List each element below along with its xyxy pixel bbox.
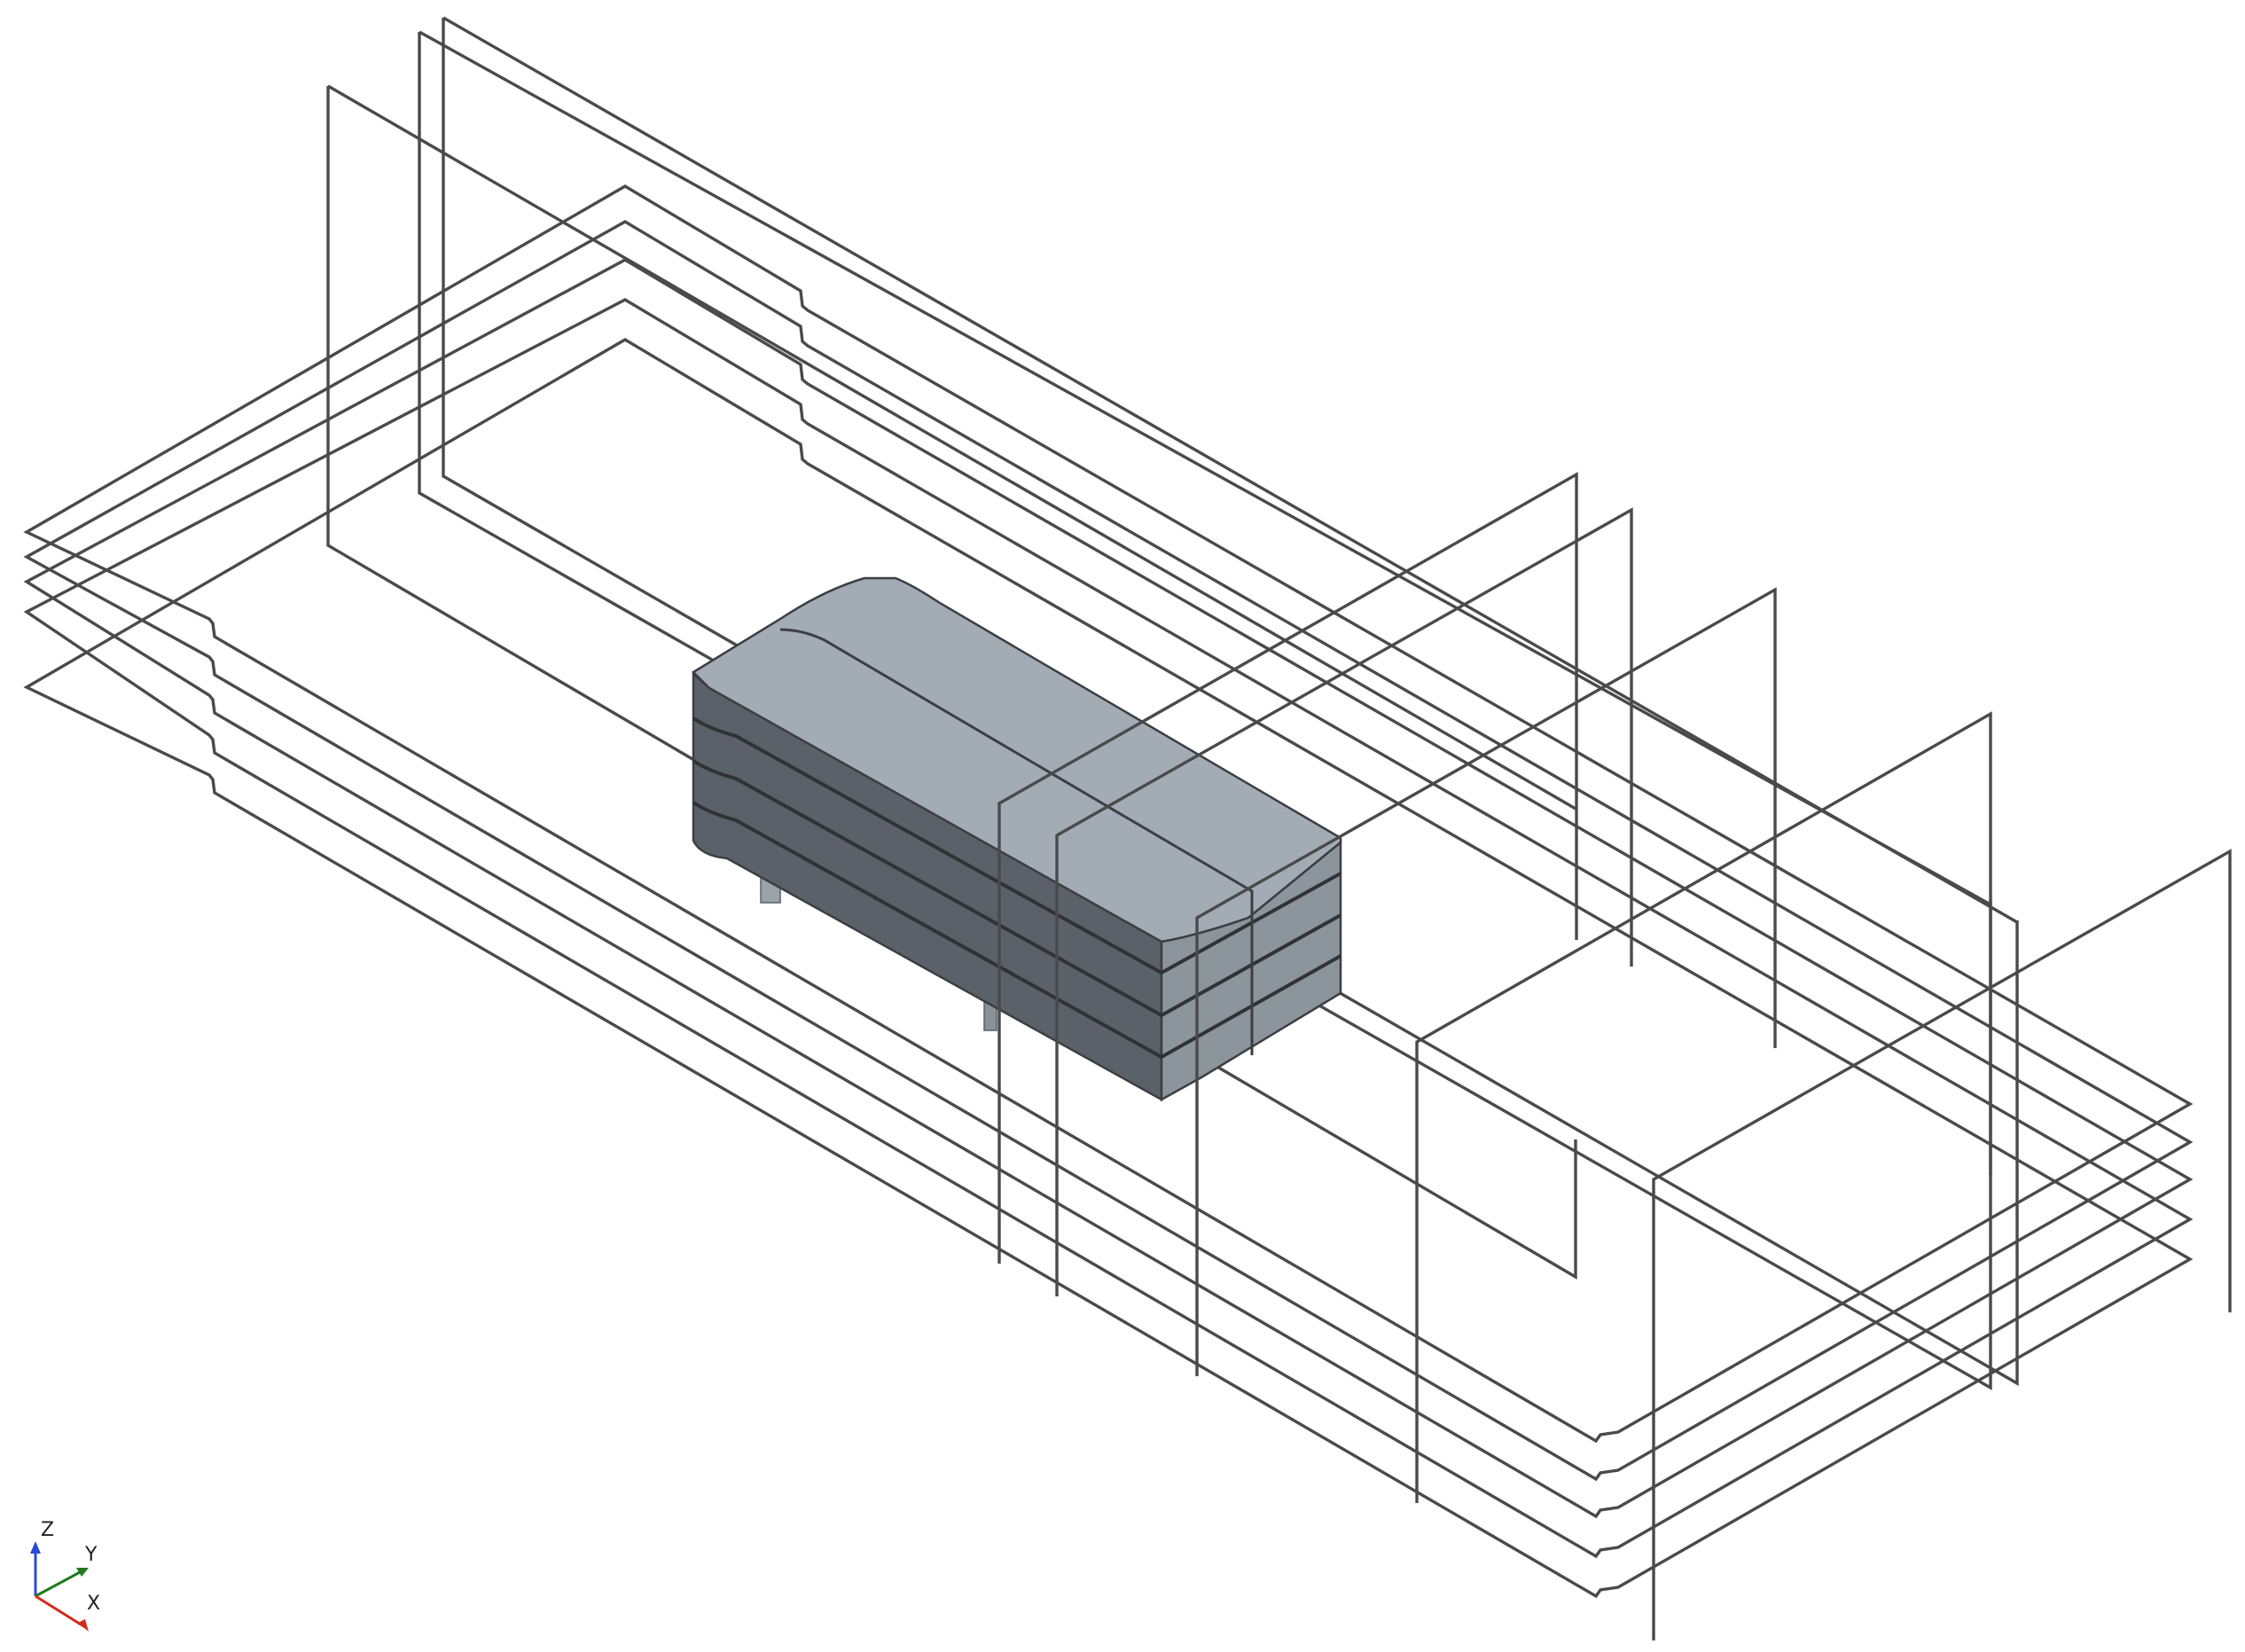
wire-loop-1 [23, 184, 2194, 1444]
body-top-seam [779, 628, 1254, 1055]
z-axis-label: Z [41, 1519, 54, 1541]
wire-loop-4 [23, 298, 2194, 1559]
vertical-frame-8 [1652, 849, 2232, 1640]
horizontal-wire-loops [23, 184, 2194, 1599]
wire-loop-3 [23, 258, 2194, 1519]
body-layer-line-1 [692, 716, 1342, 975]
coil-body [691, 576, 1342, 1102]
y-axis-icon [35, 1570, 82, 1598]
x-axis-arrowhead [78, 1619, 89, 1632]
vertical-frame-5 [1055, 507, 1633, 1296]
wire-loop-5 [23, 338, 2194, 1599]
frame-top-rail-2 [418, 30, 1991, 906]
vertical-frame-6 [1195, 587, 1777, 1376]
wire-loop-2 [23, 220, 2194, 1482]
body-layer-line-2 [692, 759, 1342, 1018]
vertical-wire-frames-front [997, 472, 2232, 1640]
frame-top-rail-3 [442, 16, 2018, 924]
x-axis-icon [35, 1594, 86, 1629]
axes-triad: Z Y X [30, 1519, 100, 1632]
vertical-frame-4 [997, 472, 1578, 1264]
z-axis-arrowhead [30, 1541, 41, 1554]
x-axis-label: X [87, 1593, 100, 1615]
y-axis-arrowhead [76, 1568, 89, 1577]
body-layer-line-3 [692, 801, 1342, 1060]
vertical-frame-2 [418, 32, 1992, 1390]
y-axis-label: Y [84, 1544, 98, 1566]
vertical-wire-frames-rear [326, 16, 2019, 1390]
vertical-frame-3 [442, 18, 2019, 1386]
vertical-frame-7 [1415, 711, 1992, 1503]
frame-top-rail-1 [327, 84, 1576, 810]
